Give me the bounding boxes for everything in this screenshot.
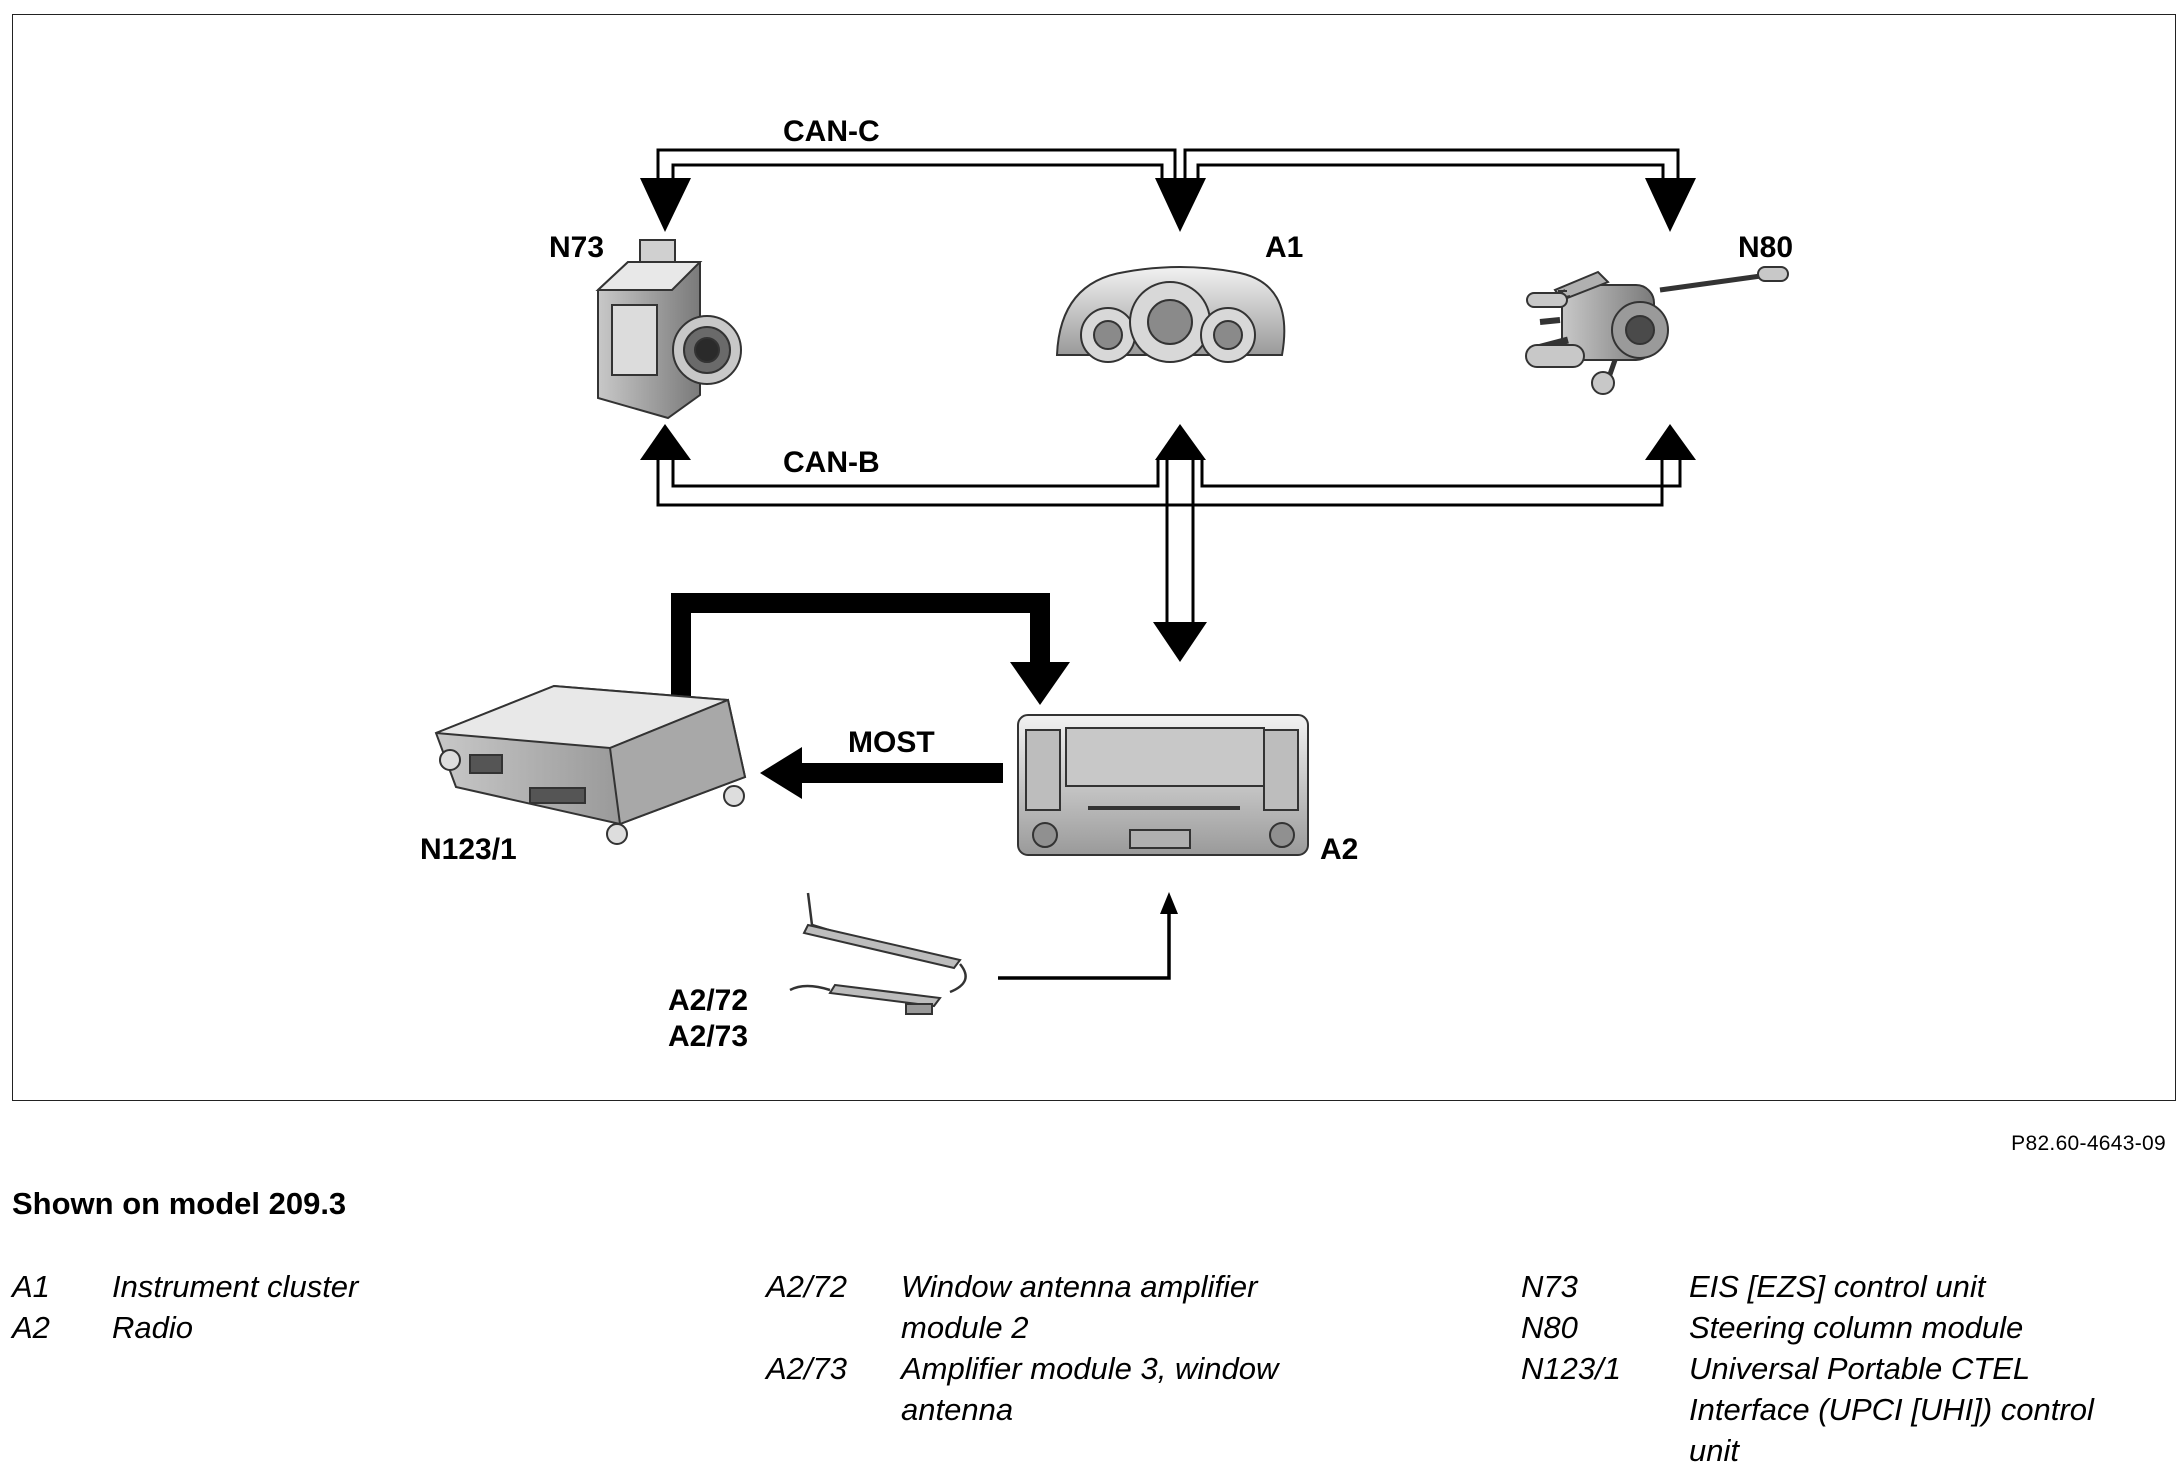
can-b-arrowheads (640, 424, 1696, 662)
a2-73-label: A2/73 (668, 1020, 748, 1053)
can-b-label: CAN-B (783, 446, 880, 479)
n73-label: N73 (549, 231, 604, 264)
legend-item: A1 Instrument cluster (12, 1266, 672, 1307)
legend-description: EIS [EZS] control unit (1689, 1269, 1986, 1304)
most-arrow-n123 (760, 747, 802, 799)
legend-code: A2/73 (766, 1351, 848, 1386)
legend-column: N73 EIS [EZS] control unit N80 Steering … (1521, 1266, 2149, 1471)
legend-description: Steering column module (1689, 1310, 2024, 1345)
a2-72-a2-73-antenna-amplifiers-illustration (789, 892, 967, 1015)
can-c-arrow-n73 (640, 178, 691, 232)
a1-instrument-cluster-illustration (1055, 266, 1286, 363)
can-b-arrow-a2 (1153, 622, 1207, 662)
can-c-label: CAN-C (783, 115, 880, 148)
can-b-arrow-n73 (640, 424, 691, 460)
n73-eis-unit-illustration (595, 239, 742, 420)
legend-description: Radio (112, 1310, 193, 1345)
a2-radio-illustration (1017, 714, 1309, 856)
legend-item: N80 Steering column module (1521, 1307, 2149, 1348)
legend-code: N73 (1521, 1269, 1578, 1304)
legend-description: Window antenna amplifier module 2 (901, 1269, 1258, 1345)
n123-1-label: N123/1 (420, 833, 517, 866)
legend-item: N73 EIS [EZS] control unit (1521, 1266, 2149, 1307)
figure-reference: P82.60-4643-09 (2011, 1132, 2166, 1155)
legend-item: N123/1 Universal Portable CTEL Interface… (1521, 1348, 2149, 1471)
most-ring (671, 593, 1070, 799)
legend-code: N80 (1521, 1310, 1578, 1345)
legend-description: Universal Portable CTEL Interface (UPCI … (1689, 1351, 2094, 1468)
most-arrow-a2 (1010, 662, 1070, 705)
legend-code: A2/72 (766, 1269, 848, 1304)
legend-item: A2/72 Window antenna amplifier module 2 (766, 1266, 1351, 1348)
can-c-arrowheads (640, 178, 1696, 232)
legend-code: A2 (12, 1310, 50, 1345)
diagram-frame (12, 14, 2176, 1101)
a2-72-label: A2/72 (668, 984, 748, 1017)
legend-column: A2/72 Window antenna amplifier module 2 … (766, 1266, 1351, 1430)
n123-1-upci-unit-illustration (434, 684, 747, 845)
legend-description: Amplifier module 3, window antenna (901, 1351, 1279, 1427)
can-b-bus (656, 460, 1682, 622)
legend-code: N123/1 (1521, 1351, 1621, 1386)
most-label: MOST (848, 726, 935, 759)
wiring-diagram: CAN-C CAN-B MOST N73 (420, 115, 1793, 1053)
a2-label: A2 (1320, 833, 1358, 866)
legend-item: A2 Radio (12, 1307, 672, 1348)
can-b-arrow-a1 (1155, 424, 1206, 460)
n80-label: N80 (1738, 231, 1793, 264)
legend-column: A1 Instrument cluster A2 Radio (12, 1266, 672, 1348)
can-b-arrow-n80 (1645, 424, 1696, 460)
legend-code: A1 (12, 1269, 50, 1304)
n80-steering-column-module-illustration (1525, 266, 1789, 395)
legend-item: A2/73 Amplifier module 3, window antenna (766, 1348, 1351, 1430)
legend-description: Instrument cluster (112, 1269, 359, 1304)
antenna-signal-line (998, 892, 1178, 980)
can-c-bus (656, 148, 1680, 178)
can-c-arrow-n80 (1645, 178, 1696, 232)
caption-title: Shown on model 209.3 (12, 1186, 347, 1221)
a1-label: A1 (1265, 231, 1303, 264)
can-c-arrow-a1 (1155, 178, 1206, 232)
